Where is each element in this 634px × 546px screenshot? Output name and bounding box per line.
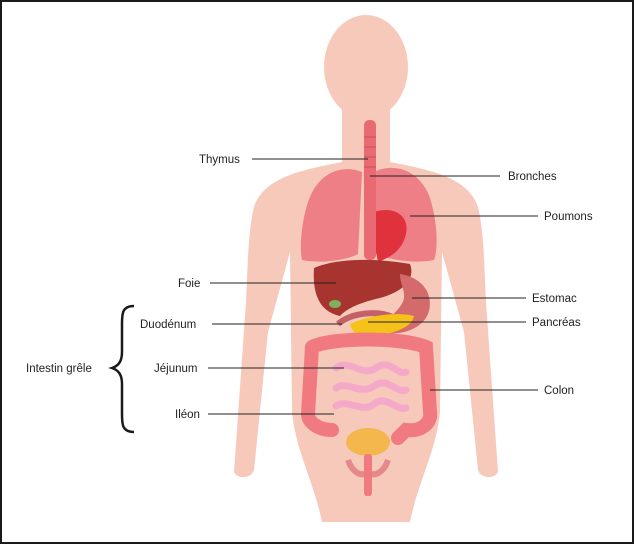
label-intestin-grele: Intestin grêle xyxy=(26,363,92,375)
intestin-brace xyxy=(112,306,134,432)
label-thymus: Thymus xyxy=(199,154,240,166)
label-jejunum: Jéjunum xyxy=(154,363,197,375)
trachea xyxy=(364,120,376,260)
label-pancreas: Pancréas xyxy=(532,317,581,329)
label-duodenum: Duodénum xyxy=(140,319,196,331)
label-ileon: Iléon xyxy=(175,409,200,421)
gallbladder xyxy=(329,300,341,308)
label-foie: Foie xyxy=(178,278,200,290)
label-poumons: Poumons xyxy=(544,211,593,223)
bladder xyxy=(346,428,390,456)
urethra xyxy=(364,454,372,496)
label-estomac: Estomac xyxy=(532,293,577,305)
label-bronches: Bronches xyxy=(508,171,557,183)
label-colon: Colon xyxy=(544,385,574,397)
